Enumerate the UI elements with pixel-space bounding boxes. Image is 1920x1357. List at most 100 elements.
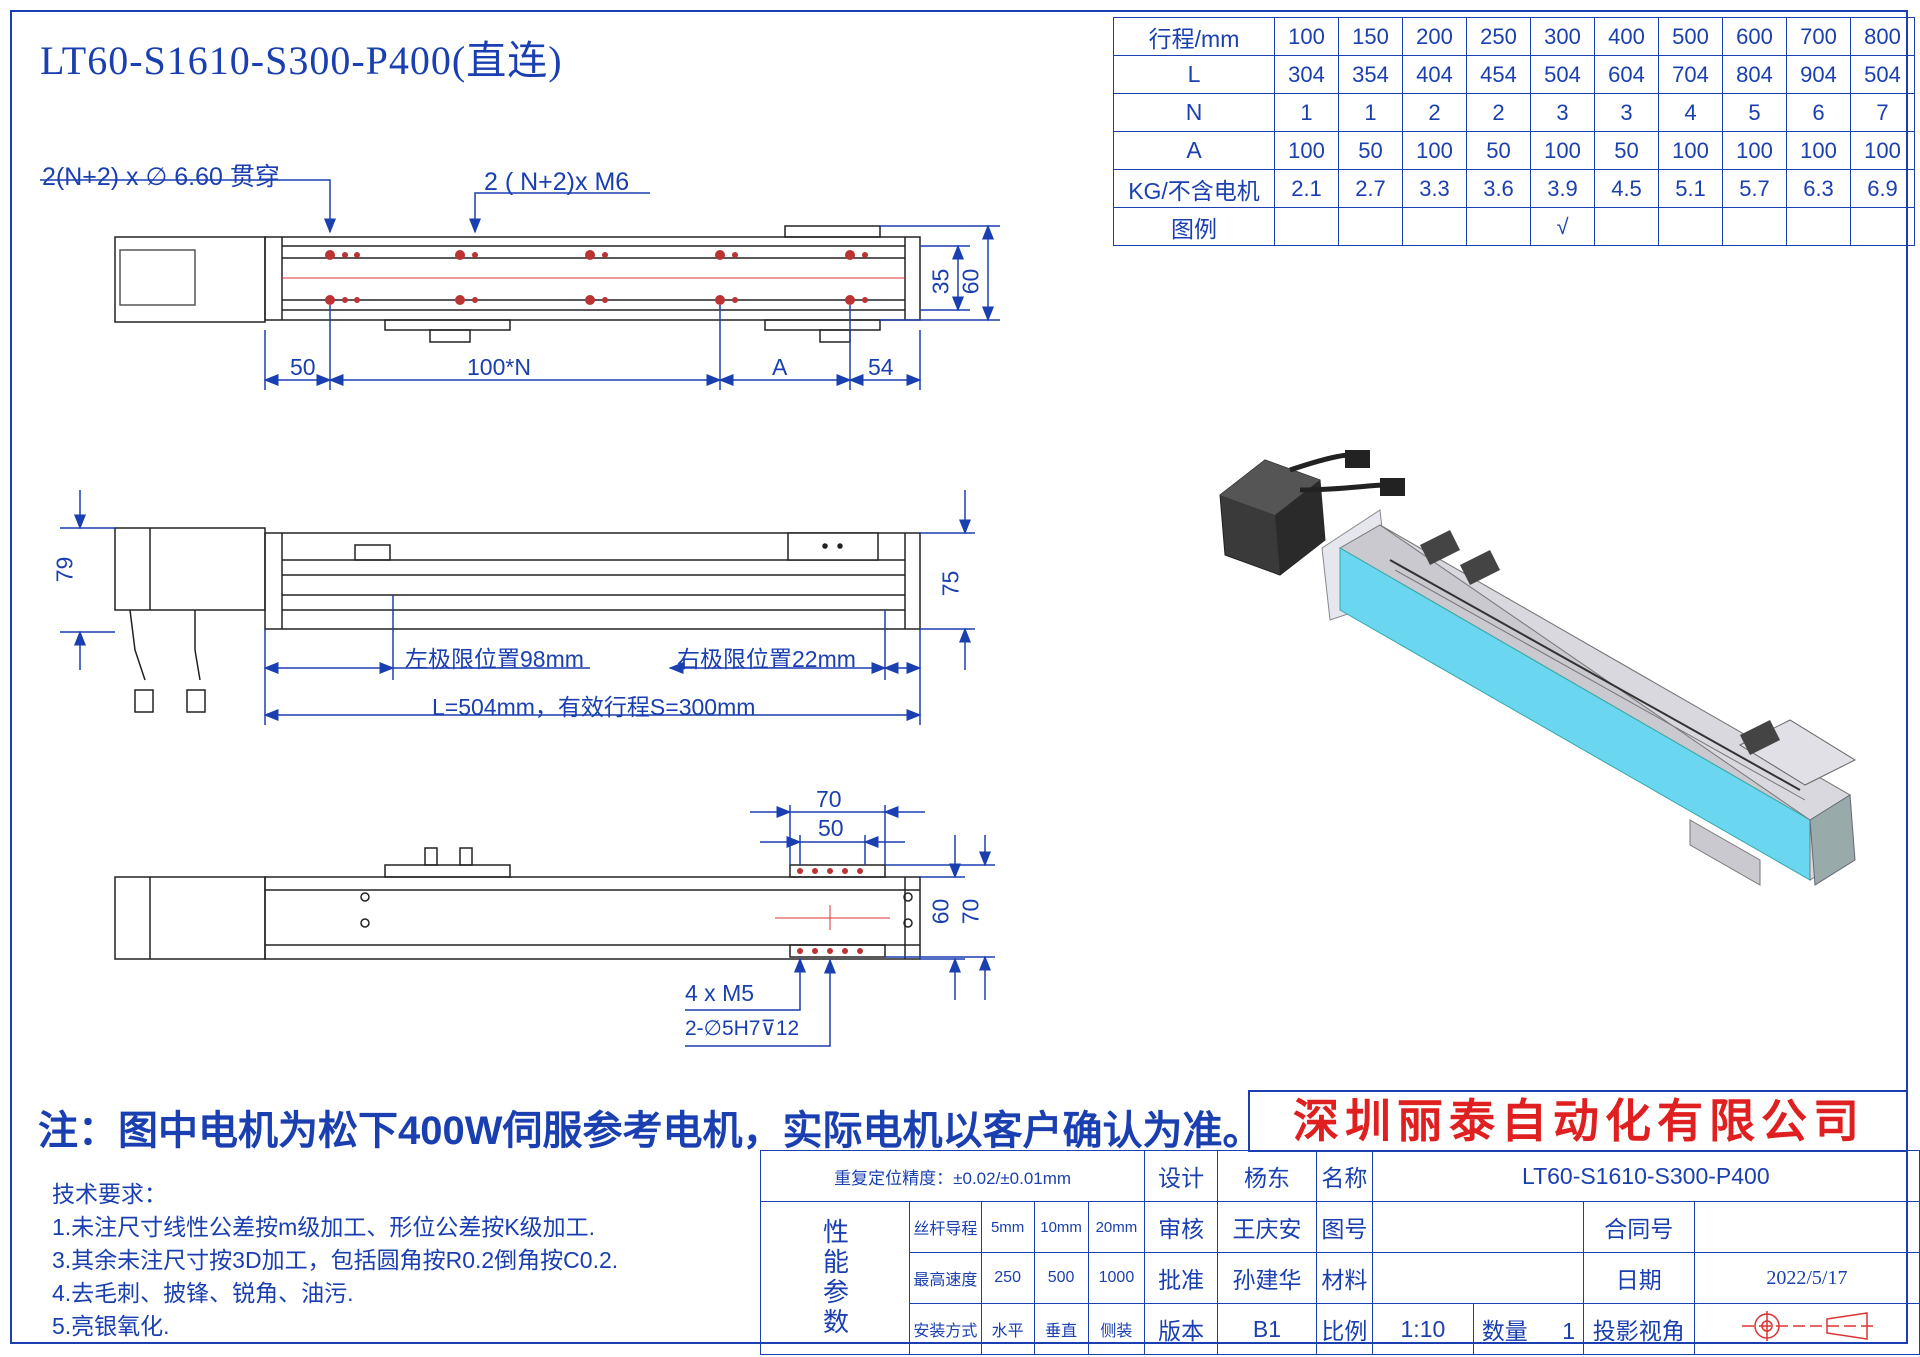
spec-cell: 3.9 [1530, 169, 1595, 208]
side-view [114, 527, 921, 713]
spec-cell: 3 [1594, 93, 1659, 132]
bottom-rail-body [264, 876, 921, 960]
dim-50-bottom: 50 [818, 815, 844, 841]
tech-item: 4.去毛刺、披锋、锐角、油污. [52, 1280, 354, 1306]
bottom-view [114, 847, 921, 960]
cable-1 [1289, 452, 1351, 473]
length-stroke-label: L=504mm，有效行程S=300mm [432, 694, 756, 720]
spec-cell: 904 [1786, 55, 1851, 94]
spec-cell [1274, 207, 1339, 246]
side-motor [114, 527, 266, 611]
spec-cell: 4 [1658, 93, 1723, 132]
projection-symbol [1693, 1303, 1920, 1355]
designer: 杨东 [1216, 1150, 1318, 1202]
spec-row-legend: 图例 √ [1113, 207, 1915, 246]
top-carriage-plate [784, 225, 881, 238]
screw-lead-label: 丝杆导程 [909, 1201, 982, 1253]
spec-cell: 100 [1722, 131, 1787, 170]
spec-cell: 6 [1786, 93, 1851, 132]
check-label: 审核 [1144, 1201, 1218, 1253]
spec-check-mark: √ [1530, 207, 1595, 246]
spec-cell [1658, 207, 1723, 246]
spec-header: 图例 [1113, 207, 1275, 246]
spec-cell [1466, 207, 1531, 246]
dim-35: 35 [927, 268, 954, 295]
part-name: LT60-S1610-S300-P400 [1371, 1150, 1920, 1202]
connector-1 [134, 689, 154, 713]
dim-60-top: 60 [957, 268, 984, 295]
spec-cell: 5.7 [1722, 169, 1787, 208]
tech-item: 1.未注尺寸线性公差按m级加工、形位公差按K级加工. [52, 1214, 596, 1240]
date-label: 日期 [1582, 1252, 1695, 1304]
left-limit-label: 左极限位置98mm [405, 646, 584, 672]
spec-cell: 704 [1658, 55, 1723, 94]
side-dimensions [60, 490, 975, 725]
spec-cell [1850, 207, 1915, 246]
top-rail-body [264, 236, 921, 321]
tech-item: 3.其余未注尺寸按3D加工，包括圆角按R0.2倒角按C0.2. [52, 1247, 619, 1273]
projection-symbol-icon [1741, 1311, 1877, 1341]
title-block: 重复定位精度：±0.02/±0.01mm 设计 杨东 名称 LT60-S1610… [759, 1150, 1920, 1355]
mount-side: 侧装 [1087, 1303, 1146, 1355]
spec-cell: 100 [1402, 131, 1467, 170]
scale: 1:10 [1371, 1303, 1475, 1355]
spec-cell: 250 [1466, 17, 1531, 56]
spec-row-n: N 1 1 2 2 3 3 4 5 6 7 [1113, 93, 1915, 132]
spec-cell: 100 [1786, 131, 1851, 170]
spec-cell: 100 [1274, 131, 1339, 170]
spec-cell: 300 [1530, 17, 1595, 56]
dim-75: 75 [937, 570, 964, 597]
top-view [114, 225, 921, 343]
checker: 王庆安 [1216, 1201, 1318, 1253]
spec-cell: 504 [1850, 55, 1915, 94]
lead-5: 5mm [980, 1201, 1035, 1253]
hole-callout-thread: 2 ( N+2)x M6 [484, 168, 630, 196]
scale-label: 比例 [1316, 1303, 1373, 1355]
name-label: 名称 [1316, 1150, 1373, 1202]
spec-cell: 6.3 [1786, 169, 1851, 208]
date: 2022/5/17 [1693, 1252, 1920, 1304]
company-name: 深圳丽泰自动化有限公司 [1248, 1090, 1908, 1152]
side-rail-body [264, 532, 921, 630]
spec-cell: 600 [1722, 17, 1787, 56]
dim-100n: 100*N [467, 354, 531, 380]
mount-vertical: 垂直 [1033, 1303, 1089, 1355]
right-limit-label: 右极限位置22mm [677, 646, 856, 672]
material-label: 材料 [1316, 1252, 1373, 1304]
thread-callout: 4 x M5 [685, 980, 755, 1006]
precision-label: 重复定位精度：±0.02/±0.01mm [759, 1150, 1146, 1202]
version-label: 版本 [1144, 1303, 1218, 1355]
dim-60-bottom: 60 [927, 898, 954, 925]
bottom-dimensions [685, 805, 995, 1047]
spec-cell: 700 [1786, 17, 1851, 56]
spec-cell [1594, 207, 1659, 246]
lead-20: 20mm [1087, 1201, 1146, 1253]
spec-cell: 2.7 [1338, 169, 1403, 208]
cable-plug-1 [1345, 450, 1370, 468]
tech-requirements: 技术要求： 1.未注尺寸线性公差按m级加工、形位公差按K级加工. 3.其余未注尺… [52, 1178, 618, 1343]
contract-label: 合同号 [1582, 1201, 1695, 1253]
lead-10: 10mm [1033, 1201, 1089, 1253]
spec-cell: 804 [1722, 55, 1787, 94]
motor-note: 注：图中电机为松下400W伺服参考电机，实际电机以客户确认为准。 [38, 1109, 1263, 1153]
speed-500: 500 [1033, 1252, 1089, 1304]
projection-label: 投影视角 [1582, 1303, 1695, 1355]
spec-cell: 1 [1338, 93, 1403, 132]
spec-table: 行程/mm 100 150 200 250 300 400 500 600 70… [1113, 17, 1915, 246]
max-speed-label: 最高速度 [909, 1252, 982, 1304]
spec-cell [1722, 207, 1787, 246]
top-motor-detail [119, 249, 196, 306]
spec-cell: 4.5 [1594, 169, 1659, 208]
spec-cell: 3.3 [1402, 169, 1467, 208]
design-label: 设计 [1144, 1150, 1218, 1202]
spec-cell: 200 [1402, 17, 1467, 56]
top-dimensions [40, 179, 1000, 390]
spec-cell: 800 [1850, 17, 1915, 56]
spec-cell: 500 [1658, 17, 1723, 56]
spec-cell: 400 [1594, 17, 1659, 56]
approve-label: 批准 [1144, 1252, 1218, 1304]
spec-cell: 354 [1338, 55, 1403, 94]
side-cables [129, 609, 201, 681]
hole-callout-through: 2(N+2) x ∅ 6.60 贯穿 [42, 163, 280, 191]
